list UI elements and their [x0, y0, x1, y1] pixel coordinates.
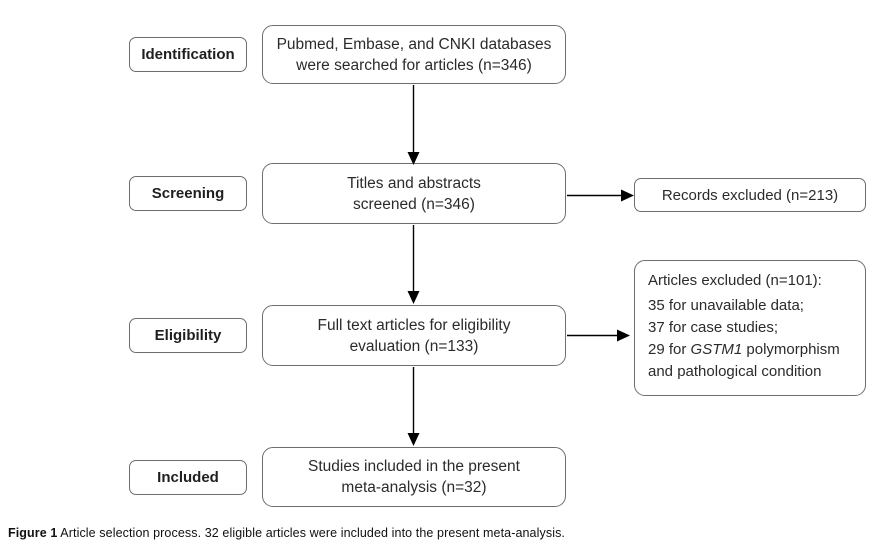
records-excluded-box: Records excluded (n=213) — [634, 178, 866, 212]
stage-box-eligibility: Eligibility — [129, 318, 247, 353]
arrow-right-icon — [567, 189, 634, 202]
reason-3-suffix: polymorphism — [742, 341, 840, 358]
figure-caption: Figure 1 Article selection process. 32 e… — [8, 526, 565, 540]
articles-excluded-reason-4: and pathological condition — [648, 363, 822, 380]
process-box-fulltext: Full text articles for eligibility evalu… — [262, 305, 566, 366]
arrow-down-icon — [407, 367, 420, 446]
arrow-down-icon — [407, 225, 420, 304]
articles-excluded-box: Articles excluded (n=101): 35 for unavai… — [634, 260, 866, 396]
process-box-screened: Titles and abstracts screened (n=346) — [262, 163, 566, 224]
figure-caption-text: Article selection process. 32 eligible a… — [57, 526, 565, 540]
process-box-included-studies: Studies included in the present meta-ana… — [262, 447, 566, 507]
articles-excluded-reason-1: 35 for unavailable data; — [648, 297, 804, 314]
articles-excluded-reason-3: 29 for GSTM1 polymorphism — [648, 339, 840, 361]
arrow-right-icon — [567, 329, 630, 342]
articles-excluded-title: Articles excluded (n=101): — [648, 272, 822, 289]
reason-3-prefix: 29 for — [648, 341, 691, 358]
gene-name-italic: GSTM1 — [690, 341, 743, 358]
arrow-down-icon — [407, 85, 420, 165]
articles-excluded-reason-2: 37 for case studies; — [648, 319, 779, 336]
stage-box-screening: Screening — [129, 176, 247, 211]
figure-caption-label: Figure 1 — [8, 526, 58, 540]
stage-box-included: Included — [129, 460, 247, 495]
process-box-search: Pubmed, Embase, and CNKI databases were … — [262, 25, 566, 84]
stage-box-identification: Identification — [129, 37, 247, 72]
